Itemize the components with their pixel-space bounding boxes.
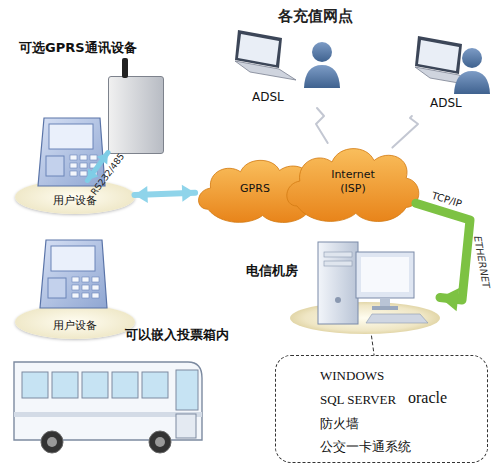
node-text: SQL SERVER <box>320 393 396 407</box>
antenna-part <box>122 58 128 78</box>
node-text: 电信机房 <box>246 264 298 278</box>
bus-part <box>142 372 168 398</box>
ethernet-arrow <box>416 203 470 311</box>
device-platform: 用户设备 <box>15 180 135 214</box>
node-text: 用户设备 <box>15 319 135 333</box>
node-text: ADSL <box>252 90 284 104</box>
user-terminal <box>38 118 105 186</box>
bus-part <box>22 372 48 398</box>
laptop <box>415 36 476 86</box>
recharge-point: ADSL <box>222 26 340 108</box>
bus-part <box>47 437 57 447</box>
bus-part <box>112 372 138 398</box>
connector-line <box>392 116 418 148</box>
connector-line <box>316 108 328 143</box>
user-terminal <box>40 240 107 308</box>
server-part <box>361 257 409 292</box>
arrow-head <box>97 153 108 165</box>
server-part <box>335 297 341 303</box>
server-part <box>324 252 352 257</box>
node-text: WINDOWS <box>320 369 384 383</box>
connector-line <box>135 193 196 195</box>
connector-line <box>372 336 375 355</box>
device-platform: 用户设备 <box>15 305 135 339</box>
group-title: 各充值网点 <box>278 7 353 26</box>
wireless-arrow <box>135 185 196 203</box>
internet-cloud: Internet (ISP) <box>283 140 423 228</box>
node-text: oracle <box>408 389 447 407</box>
connector-line <box>416 203 470 300</box>
node-text: 防火墙 <box>320 417 359 431</box>
server-part <box>372 306 398 310</box>
bus-part <box>155 437 165 447</box>
bus-area: 可以嵌入投票箱内 <box>10 352 205 456</box>
recharge-point: ADSL <box>410 34 490 116</box>
cloud-outline <box>287 149 419 222</box>
bus-part <box>176 414 196 438</box>
arrow-head <box>182 185 195 202</box>
server <box>290 242 440 334</box>
bus-part <box>82 372 108 398</box>
server-part <box>366 314 428 323</box>
arrow-head <box>440 288 459 311</box>
server-room: 电信机房 <box>290 242 440 336</box>
bus-part <box>14 412 202 417</box>
antenna <box>122 58 128 78</box>
bus-part <box>41 431 63 453</box>
bus-part <box>14 362 202 440</box>
edge-label: TCP/IP <box>430 189 463 209</box>
bus-part <box>52 372 78 398</box>
node-text: 可选GPRS通讯设备 <box>19 41 137 55</box>
adsl-link <box>392 116 418 148</box>
bus <box>14 362 202 453</box>
adsl-link <box>316 108 328 143</box>
person <box>304 42 340 88</box>
bus-part <box>149 431 171 453</box>
server-part <box>380 298 390 306</box>
server-part <box>356 252 414 298</box>
node-text: Internet (ISP) <box>323 168 383 196</box>
bus-part <box>176 370 198 410</box>
link-label: ETHERNET <box>472 235 492 289</box>
laptop <box>235 30 296 80</box>
server-part <box>324 261 352 266</box>
person <box>454 48 490 94</box>
node-text: 可以嵌入投票箱内 <box>125 328 229 342</box>
server-part <box>318 242 358 324</box>
gprs-device: 可选GPRS通讯设备 <box>108 76 164 154</box>
node-text: 公交一卡通系统 <box>320 440 411 454</box>
server-part <box>290 302 440 334</box>
node-text: GPRS <box>225 182 285 196</box>
dashed-link <box>372 336 375 355</box>
arrow-head <box>135 186 148 203</box>
node-text: 用户设备 <box>15 194 135 208</box>
system-box: WINDOWS SQL SERVER oracle 防火墙公交一卡通系统 <box>275 355 488 463</box>
node-text: ADSL <box>430 96 462 110</box>
